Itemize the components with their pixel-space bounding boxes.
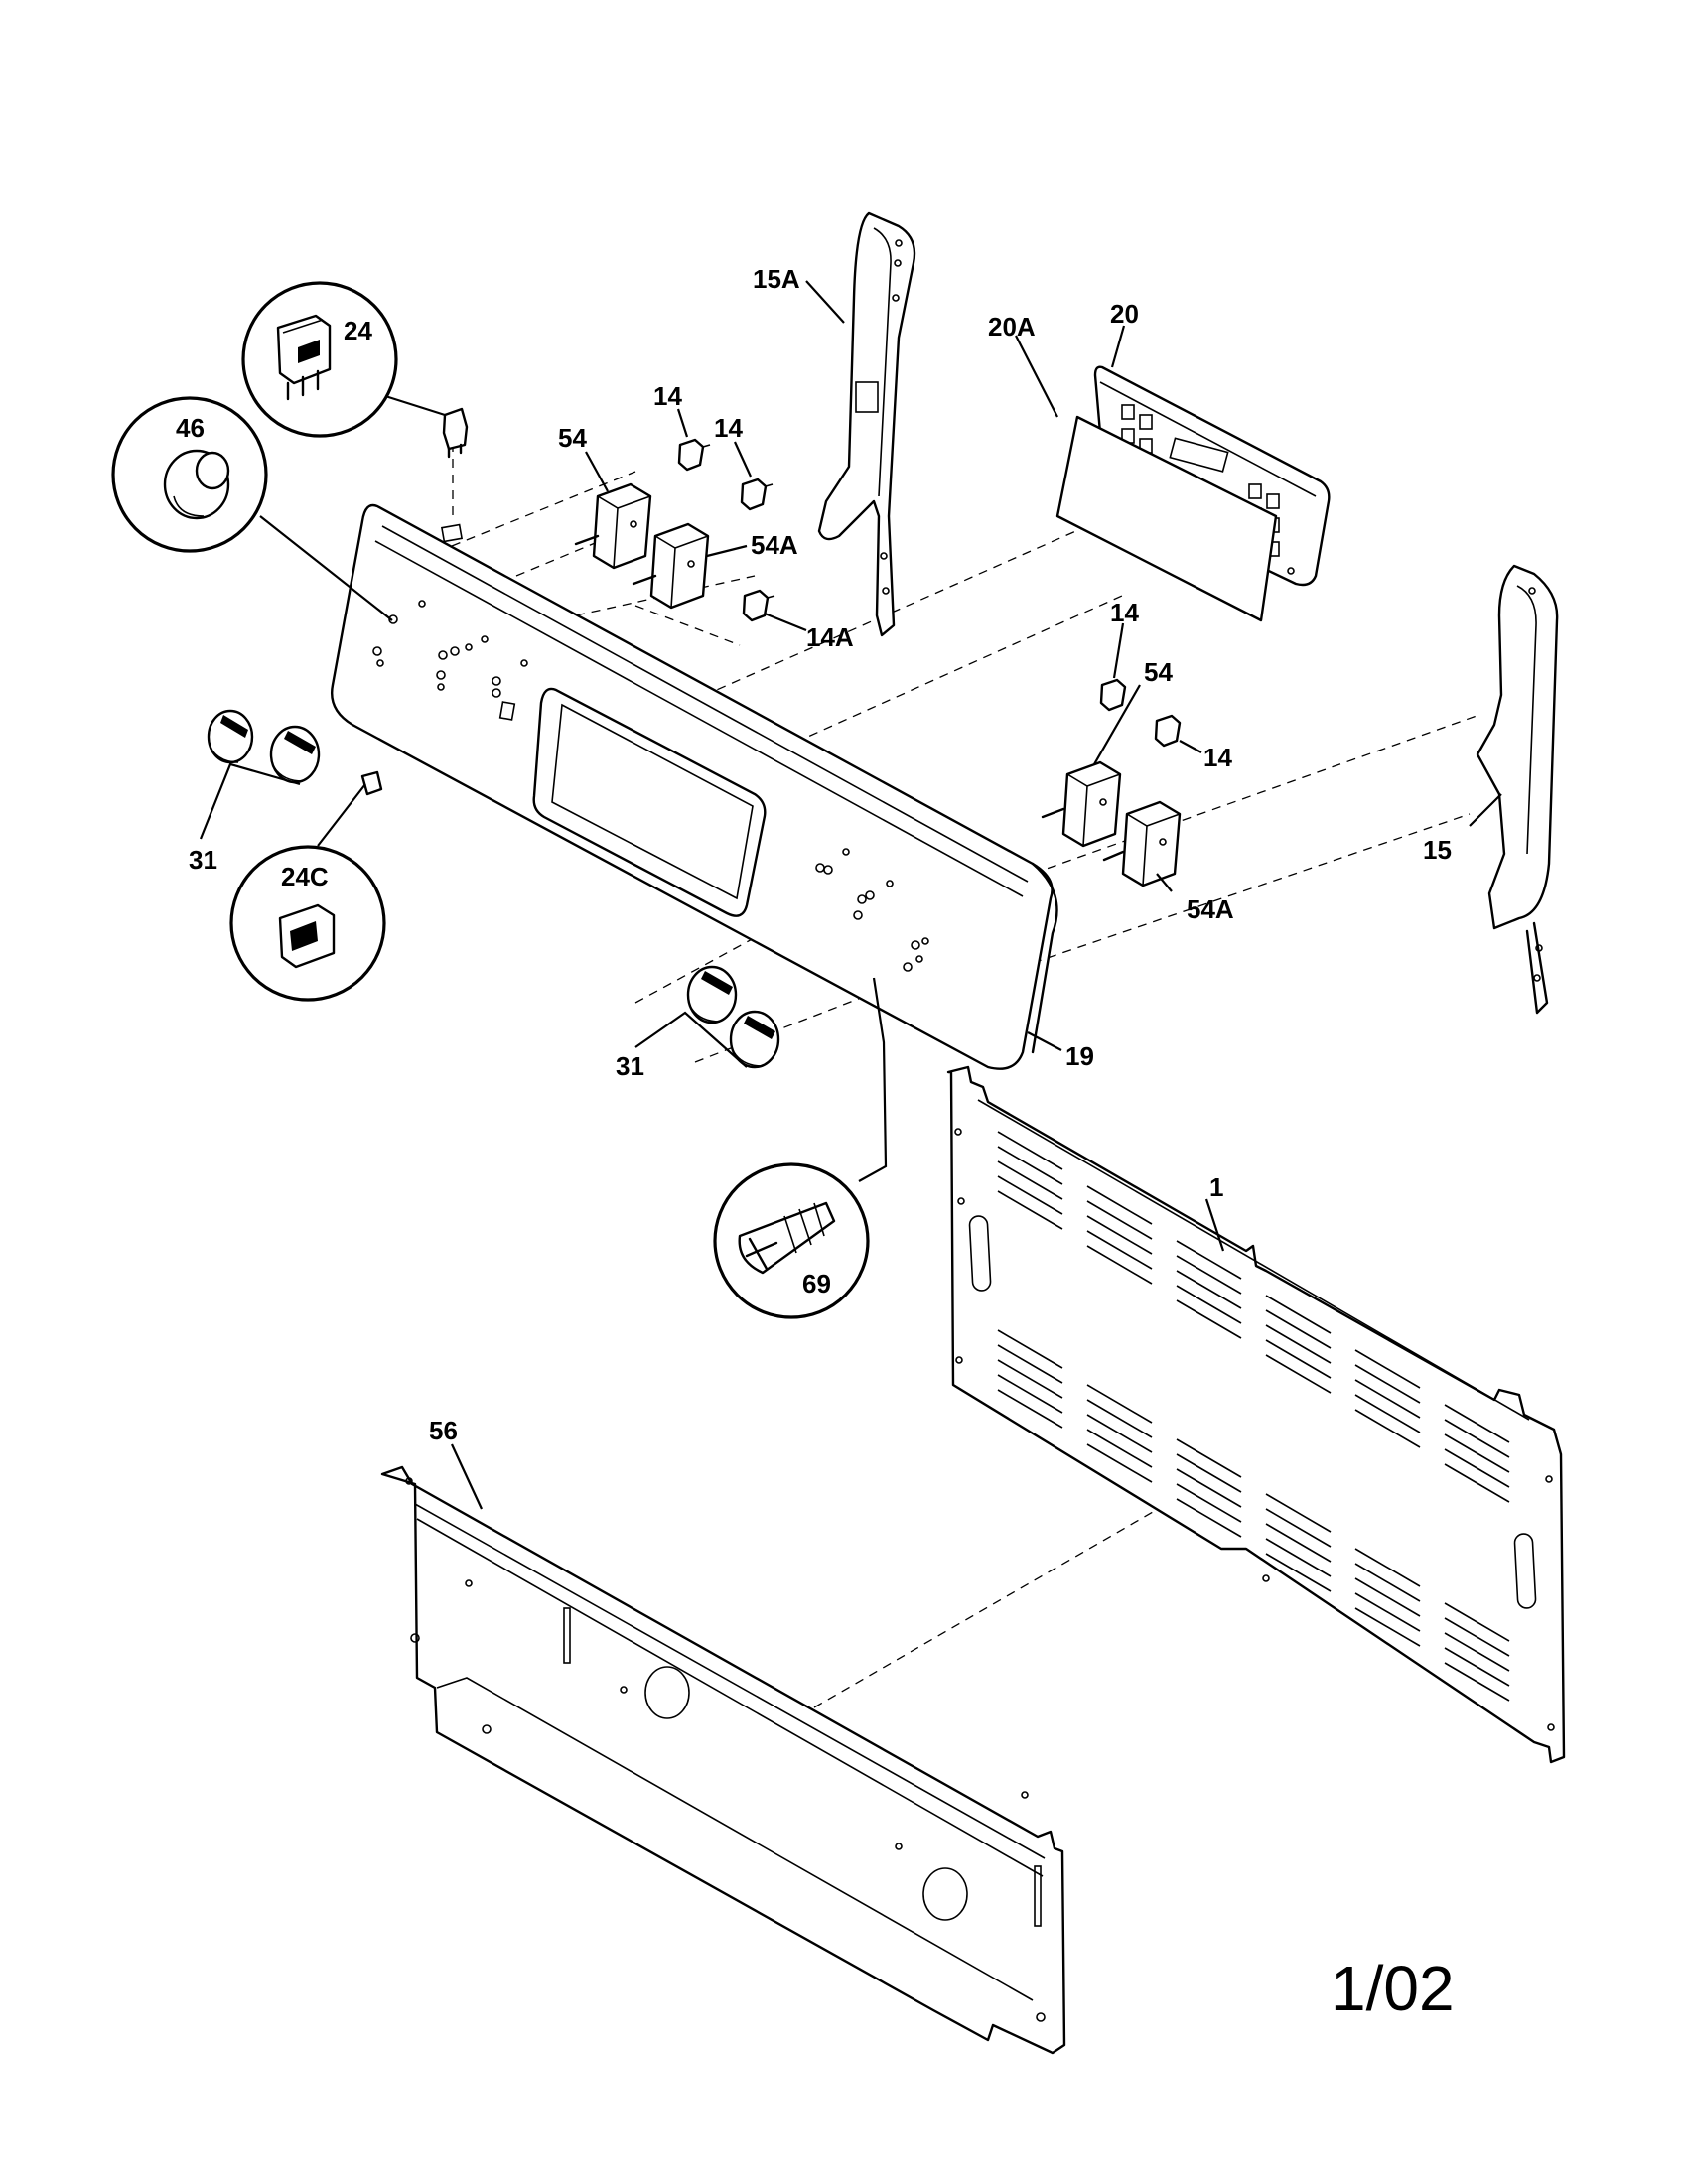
label-15a: 15A [753, 264, 800, 294]
callout-rocker-switch-24c [229, 783, 386, 1002]
callout-plug-46 [111, 396, 393, 621]
label-14a: 14A [806, 622, 854, 652]
label-54a-b: 54A [1187, 894, 1234, 924]
label-46: 46 [176, 413, 205, 443]
switch-14-c [1099, 678, 1127, 712]
label-14-d: 14 [1203, 743, 1232, 772]
infinite-switch-54-left [574, 482, 652, 570]
label-19: 19 [1065, 1041, 1094, 1071]
label-54-b: 54 [1144, 657, 1173, 687]
label-14-c: 14 [1110, 598, 1139, 627]
label-20a: 20A [988, 312, 1036, 341]
label-24c: 24C [281, 862, 329, 891]
knob-31-2 [269, 725, 321, 784]
part-labels: 15A 20 20A 24 46 14 14 54 54A 14A 14 54 … [176, 264, 1455, 2024]
back-panel-1 [946, 1065, 1566, 1764]
end-cap-15a [817, 211, 916, 637]
label-69: 69 [802, 1269, 831, 1298]
infinite-switch-54a-right [1102, 800, 1182, 887]
label-14-b: 14 [714, 413, 743, 443]
switch-14-b [740, 478, 774, 511]
label-24: 24 [344, 316, 372, 345]
revision-date: 1/02 [1331, 1953, 1455, 2024]
switch-14a [742, 589, 775, 622]
leader-lines [199, 280, 1502, 1510]
rocker-switch-mounted [442, 407, 469, 459]
infinite-switch-54-right [1041, 760, 1122, 848]
label-31-b: 31 [616, 1051, 644, 1081]
label-54a-a: 54A [751, 530, 798, 560]
knob-31-4 [729, 1010, 780, 1069]
knob-31-1 [207, 709, 254, 764]
label-1: 1 [1209, 1172, 1223, 1202]
label-15: 15 [1423, 835, 1452, 865]
bracket-56 [380, 1465, 1066, 2055]
clock-overlay-20a [1055, 415, 1278, 622]
switch-14-a [677, 438, 711, 472]
label-54-a: 54 [558, 423, 587, 453]
control-panel-19 [331, 503, 1058, 1070]
label-56: 56 [429, 1416, 458, 1445]
switch-14-d [1154, 714, 1182, 748]
end-cap-15 [1476, 564, 1559, 1015]
label-31-a: 31 [189, 845, 217, 875]
infinite-switch-54a-left [632, 522, 710, 610]
knob-31-3 [686, 965, 738, 1024]
callout-screw-69 [713, 977, 888, 1319]
label-20: 20 [1110, 299, 1139, 329]
vent-slots [997, 1131, 1510, 1702]
callout-rocker-switch-24 [241, 281, 446, 438]
rocker-switch-24c-mounted [360, 770, 383, 796]
label-14-a: 14 [653, 381, 682, 411]
